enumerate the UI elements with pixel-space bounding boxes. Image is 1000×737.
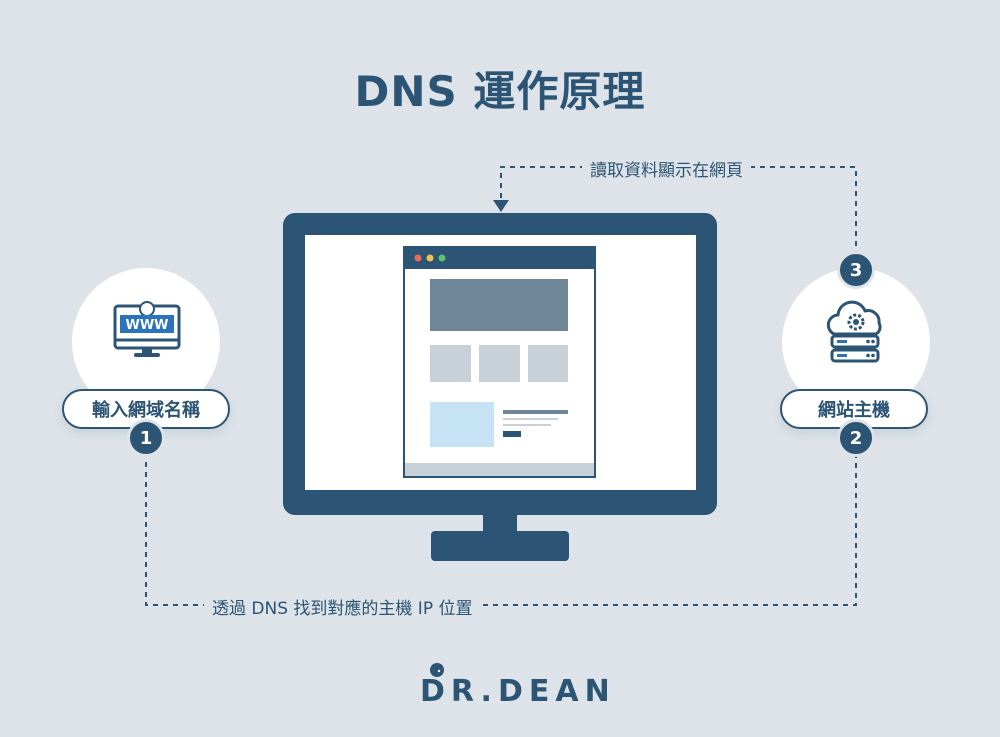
www-monitor-icon: WWW — [113, 301, 181, 357]
monitor-neck — [483, 513, 517, 535]
gear-icon — [847, 313, 865, 331]
flow-line-top — [500, 166, 857, 256]
content-text-line-2 — [503, 418, 558, 420]
brand-logo-text: DR.DEAN — [420, 674, 616, 709]
step-badge-1-number: 1 — [139, 427, 153, 449]
window-dot-red — [414, 254, 422, 262]
step-badge-2-number: 2 — [849, 427, 863, 449]
avatar-head-icon — [430, 663, 444, 677]
flow-lines — [145, 166, 857, 606]
www-text: WWW — [125, 318, 168, 333]
window-dot-yellow — [426, 254, 434, 262]
web-host-text: 網站主機 — [818, 400, 890, 421]
page-title: DNS 運作原理 — [354, 67, 646, 116]
monitor-stand — [431, 531, 569, 561]
step-badge-2: 2 — [837, 419, 875, 457]
flow-arrow-head — [493, 200, 509, 212]
flow-label-top: 讀取資料顯示在網頁 — [582, 156, 751, 181]
input-domain-text: 輸入網域名稱 — [92, 400, 200, 421]
content-image — [430, 402, 494, 447]
content-button — [503, 431, 521, 437]
browser-footer — [405, 463, 594, 476]
monitor — [283, 213, 717, 561]
step-badge-1: 1 — [127, 419, 165, 457]
browser-titlebar — [404, 247, 595, 269]
step-badge-3: 3 — [837, 251, 875, 289]
content-card-3 — [528, 345, 568, 382]
flow-label-bottom: 透過 DNS 找到對應的主機 IP 位置 — [204, 594, 481, 619]
brand-logo: DR.DEAN — [420, 663, 616, 709]
content-card-1 — [430, 345, 471, 382]
window-dot-green — [438, 254, 446, 262]
cloud-server-icon — [826, 300, 882, 363]
step-badge-3-number: 3 — [849, 259, 863, 281]
content-card-2 — [479, 345, 520, 382]
content-hero — [430, 279, 568, 331]
content-text-line-1 — [503, 410, 568, 414]
content-text-line-3 — [503, 424, 551, 426]
